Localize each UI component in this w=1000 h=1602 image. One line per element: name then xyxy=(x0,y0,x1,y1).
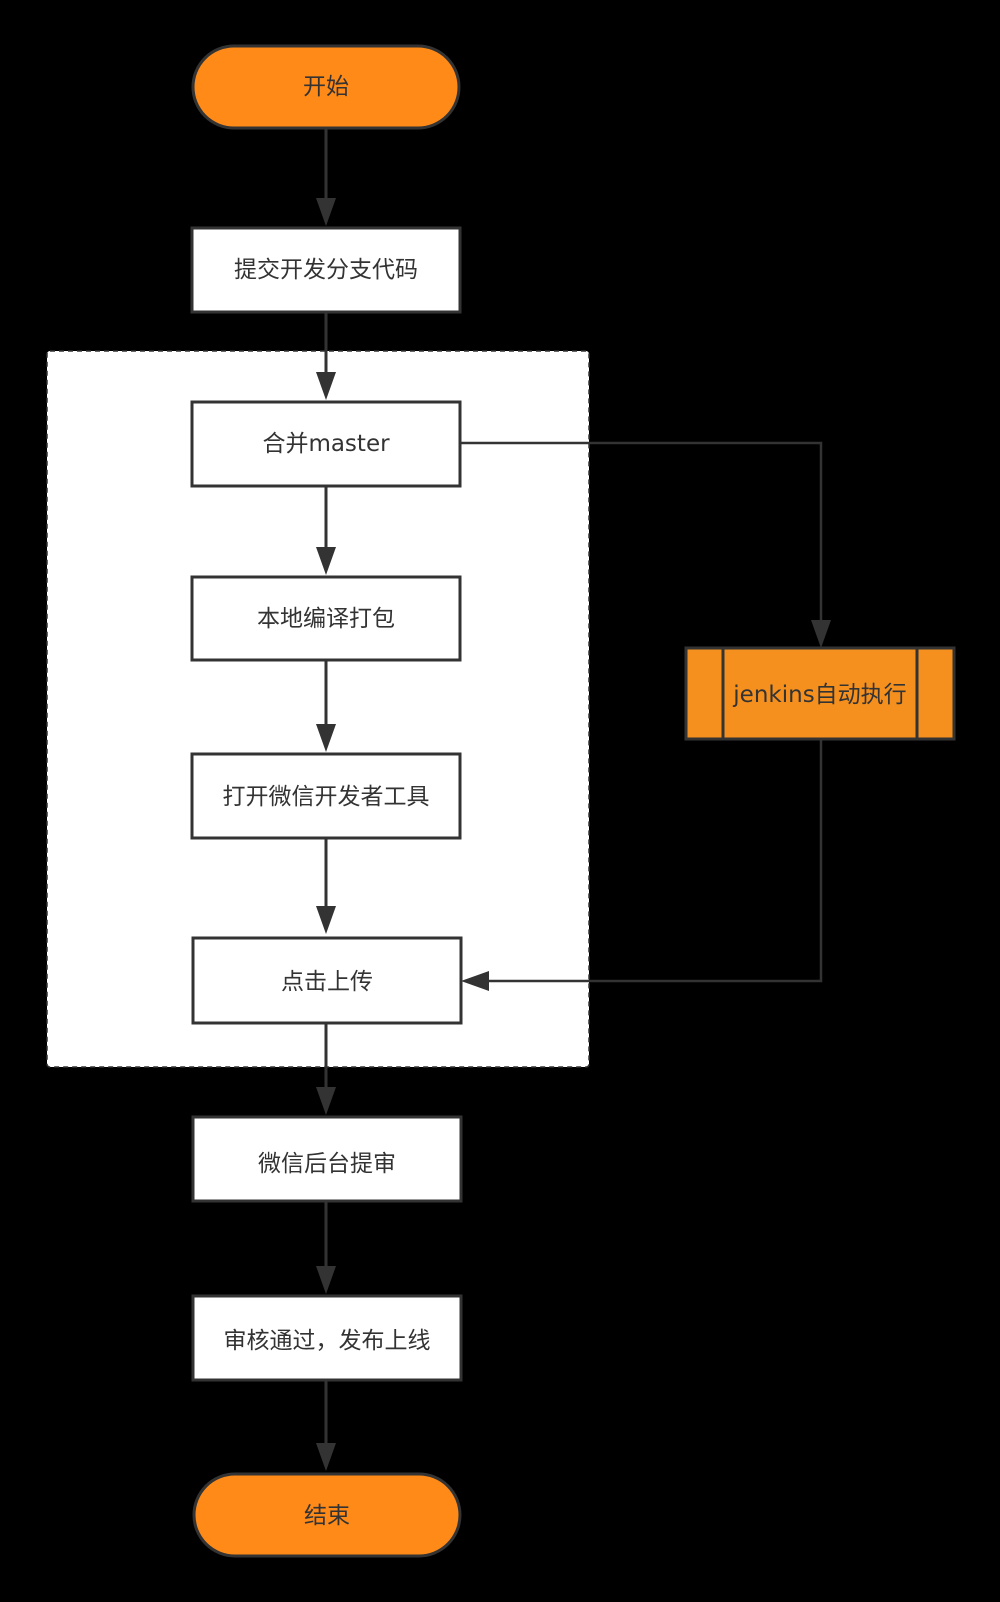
end-node: 结束 xyxy=(192,1472,462,1558)
start-label: 开始 xyxy=(303,74,349,100)
merge-master-node: 合并master xyxy=(190,400,462,488)
open-devtools-shape xyxy=(190,752,462,840)
merge-master-label: 合并master xyxy=(262,431,390,457)
arrowhead-end xyxy=(316,1443,336,1471)
arrowhead-review xyxy=(316,1087,336,1115)
commit-branch-shape xyxy=(190,226,462,314)
end-shape xyxy=(192,1472,462,1558)
jenkins-node: jenkins自动执行 xyxy=(684,646,956,741)
local-build-node: 本地编译打包 xyxy=(190,575,462,662)
connector-merge-to-jenkins xyxy=(460,441,823,626)
review-pass-node: 审核通过，发布上线 xyxy=(191,1294,463,1382)
end-label: 结束 xyxy=(304,1503,350,1529)
review-pass-shape xyxy=(191,1294,463,1382)
arrowhead-devtools xyxy=(316,724,336,752)
submit-review-shape xyxy=(191,1115,463,1203)
arrowhead-build xyxy=(316,547,336,575)
local-build-shape xyxy=(190,575,462,662)
commit-branch-node: 提交开发分支代码 xyxy=(190,226,462,314)
local-build-label: 本地编译打包 xyxy=(257,606,395,632)
open-devtools-node: 打开微信开发者工具 xyxy=(190,752,462,840)
arrowhead-upload xyxy=(316,906,336,934)
click-upload-label: 点击上传 xyxy=(281,969,373,995)
arrowhead-jenkins xyxy=(811,620,831,648)
open-devtools-label: 打开微信开发者工具 xyxy=(223,784,430,810)
commit-branch-label: 提交开发分支代码 xyxy=(234,257,418,283)
start-node: 开始 xyxy=(191,44,461,130)
click-upload-node: 点击上传 xyxy=(191,936,463,1025)
submit-review-label: 微信后台提审 xyxy=(258,1151,396,1177)
arrowhead-pass xyxy=(316,1266,336,1294)
connector-jenkins-to-upload xyxy=(485,739,823,983)
manual-steps-container xyxy=(46,350,590,1068)
arrowheads xyxy=(316,198,831,1471)
arrowhead-merge xyxy=(316,372,336,400)
click-upload-shape xyxy=(191,936,463,1025)
jenkins-label: jenkins自动执行 xyxy=(732,682,906,708)
review-pass-label: 审核通过，发布上线 xyxy=(224,1328,431,1354)
submit-review-node: 微信后台提审 xyxy=(191,1115,463,1203)
arrowhead-upload-from-jenkins xyxy=(461,971,489,991)
arrowhead-commit xyxy=(316,198,336,226)
jenkins-shape xyxy=(684,646,956,741)
start-shape xyxy=(191,44,461,130)
connectors xyxy=(324,128,823,1445)
merge-master-shape xyxy=(190,400,462,488)
